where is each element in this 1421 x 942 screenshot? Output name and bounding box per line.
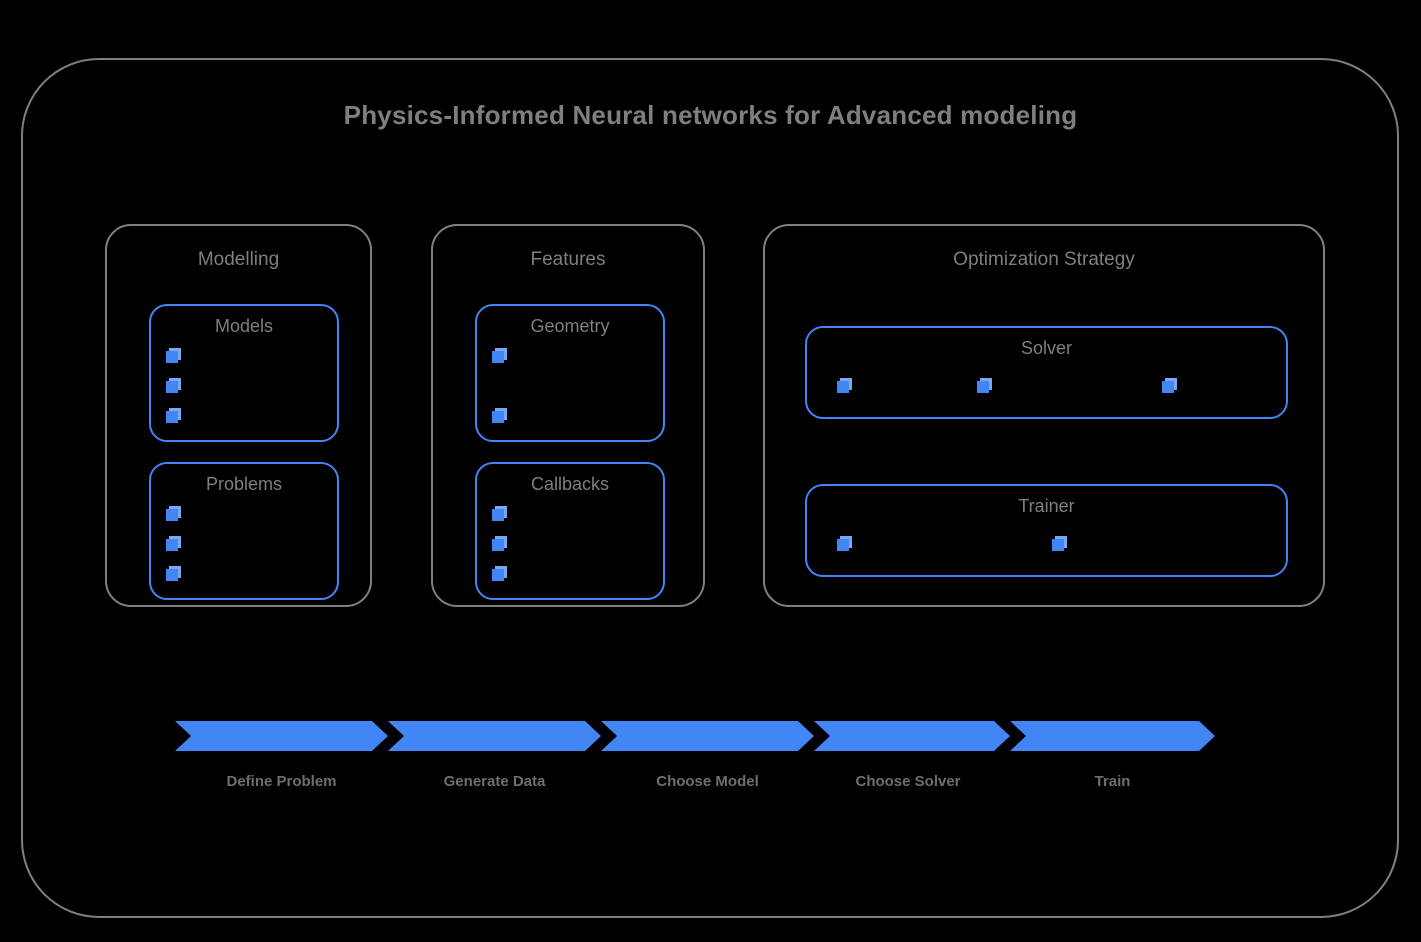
list-item-icon: [492, 408, 507, 423]
group-modelling: Modelling Models Problems: [105, 224, 372, 607]
box-models[interactable]: Models: [149, 304, 339, 442]
box-solver-title: Solver: [1020, 338, 1073, 358]
list-item-icon: [166, 408, 181, 423]
list-item-icon: [977, 378, 992, 393]
box-callbacks-title: Callbacks: [530, 474, 610, 494]
box-trainer-title: Trainer: [1018, 496, 1075, 516]
page-title: Physics-Informed Neural networks for Adv…: [343, 100, 1078, 130]
group-modelling-title: Modelling: [197, 249, 280, 270]
list-item-icon: [837, 378, 852, 393]
list-item-icon: [492, 566, 507, 581]
group-optimization-strategy-title: Optimization Strategy: [953, 249, 1135, 270]
list-item-icon: [166, 536, 181, 551]
list-item-icon: [1162, 378, 1177, 393]
box-callbacks[interactable]: Callbacks: [475, 462, 665, 600]
group-optimization-strategy: Optimization Strategy Solver Trainer: [763, 224, 1325, 607]
box-geometry[interactable]: Geometry: [475, 304, 665, 442]
list-item-icon: [166, 566, 181, 581]
list-item-icon: [492, 348, 507, 363]
list-item-icon: [166, 506, 181, 521]
list-item-icon: [837, 536, 852, 551]
box-geometry-title: Geometry: [530, 316, 610, 336]
list-item-icon: [1052, 536, 1067, 551]
box-problems[interactable]: Problems: [149, 462, 339, 600]
group-features: Features Geometry Callbacks: [431, 224, 705, 607]
box-solver[interactable]: Solver: [805, 326, 1288, 419]
list-item-icon: [492, 506, 507, 521]
group-features-title: Features: [530, 249, 606, 270]
list-item-icon: [492, 536, 507, 551]
box-problems-title: Problems: [205, 474, 283, 494]
outer-frame: [21, 58, 1399, 918]
box-trainer[interactable]: Trainer: [805, 484, 1288, 577]
list-item-icon: [166, 378, 181, 393]
box-models-title: Models: [214, 316, 274, 336]
list-item-icon: [166, 348, 181, 363]
